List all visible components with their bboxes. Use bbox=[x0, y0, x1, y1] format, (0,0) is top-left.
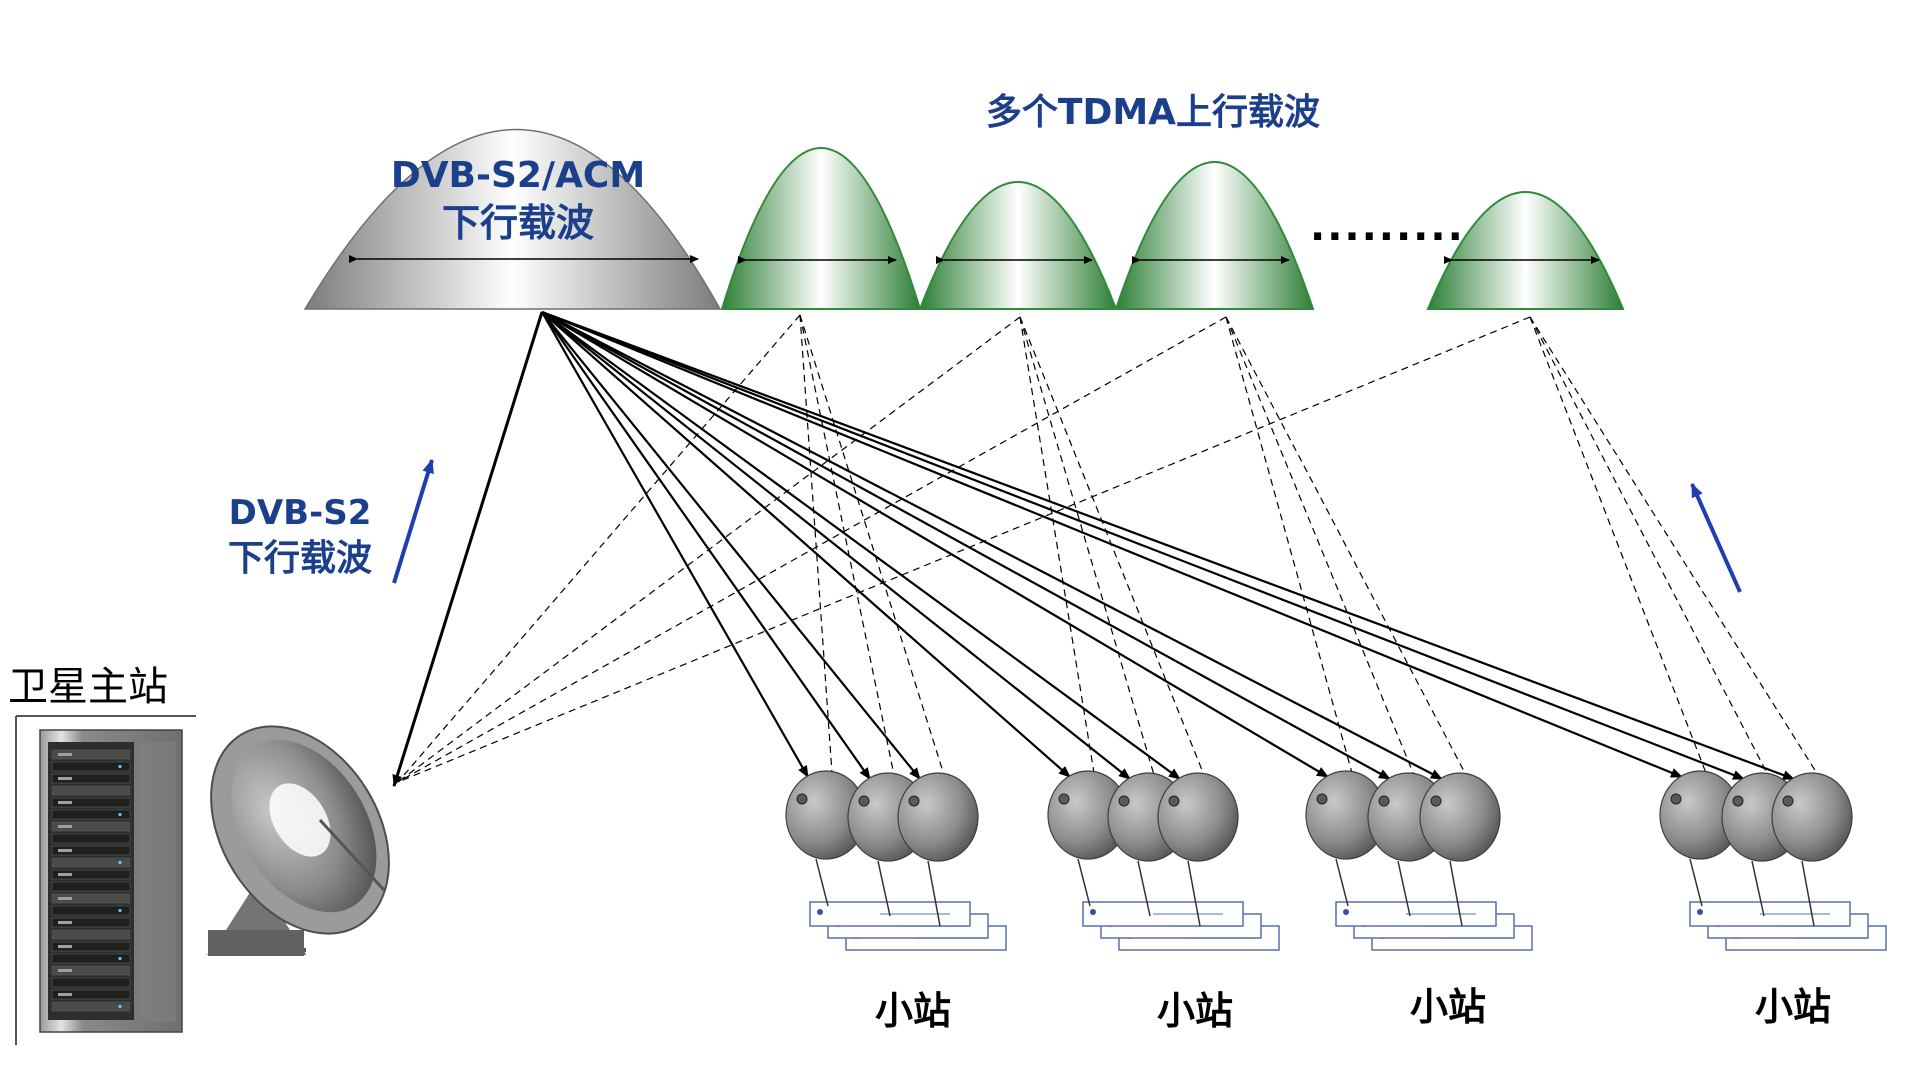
small-station-group-2 bbox=[1047, 770, 1280, 951]
downlink-line bbox=[541, 311, 1131, 780]
downlink-line bbox=[541, 311, 1443, 780]
uplink-carriers bbox=[720, 147, 1625, 310]
small-stations bbox=[785, 770, 1887, 951]
small-station-label-1: 小站 bbox=[875, 989, 951, 1033]
uplink-dashed-line bbox=[1019, 316, 1205, 776]
downlink-line bbox=[541, 310, 1683, 779]
uplink-carrier-4 bbox=[1426, 191, 1625, 310]
server-rack bbox=[39, 729, 183, 1033]
uplink-carrier-1 bbox=[720, 147, 922, 310]
small-station-dish bbox=[1419, 772, 1501, 862]
rack-units bbox=[51, 749, 131, 1012]
uplink-dashed-line bbox=[1529, 316, 1707, 774]
uplink-dashed-line bbox=[1225, 316, 1467, 776]
uplink-dashed-line bbox=[799, 314, 895, 776]
uplink-dashed-line bbox=[1529, 316, 1819, 776]
downlink-line bbox=[541, 311, 1391, 780]
uplink-dashed-links bbox=[397, 314, 1819, 783]
hub-uplink-label-line2: 下行载波 bbox=[228, 538, 372, 579]
ellipsis: ......... bbox=[1310, 204, 1465, 250]
downlink-line bbox=[541, 311, 809, 778]
small-station-group-4 bbox=[1659, 770, 1887, 951]
small-station-dish bbox=[1771, 772, 1853, 862]
downlink-line bbox=[541, 310, 1795, 781]
small-station-group-1 bbox=[785, 770, 1007, 951]
downlink-carrier-name: DVB-S2/ACM bbox=[391, 155, 645, 196]
hub-uplink-label-line1: DVB-S2 bbox=[229, 493, 372, 533]
uplink-direction-arrow-right bbox=[1690, 483, 1742, 593]
hub-station-label: 卫星主站 bbox=[8, 664, 168, 710]
downlink-line bbox=[541, 311, 1329, 778]
downlink-solid-links bbox=[392, 310, 1795, 787]
downlink-line bbox=[541, 311, 1181, 780]
downlink-line bbox=[541, 311, 871, 780]
small-station-group-3 bbox=[1305, 770, 1533, 951]
downlink-line-to-hub bbox=[392, 311, 544, 787]
uplink-dashed-line bbox=[1019, 316, 1155, 776]
small-station-label-4: 小站 bbox=[1755, 985, 1831, 1029]
uplink-direction-arrow-left bbox=[392, 459, 434, 584]
uplink-carriers-title: 多个TDMA上行载波 bbox=[986, 92, 1320, 133]
downlink-line bbox=[541, 311, 1071, 778]
small-station-label-3: 小站 bbox=[1410, 985, 1486, 1029]
uplink-dashed-line bbox=[1529, 316, 1769, 776]
uplink-dashed-line bbox=[799, 314, 833, 774]
uplink-carrier-2 bbox=[918, 181, 1118, 310]
uplink-dashed-line bbox=[1225, 316, 1415, 776]
small-station-dish bbox=[897, 772, 979, 862]
small-station-label-2: 小站 bbox=[1157, 989, 1233, 1033]
hub-antenna bbox=[206, 725, 390, 956]
uplink-carrier-3 bbox=[1114, 161, 1315, 310]
downlink-line bbox=[541, 310, 1745, 781]
uplink-dashed-line bbox=[1019, 316, 1095, 774]
downlink-line bbox=[541, 311, 921, 780]
downlink-carrier-subtitle: 下行载波 bbox=[442, 201, 594, 245]
small-station-dish bbox=[1157, 772, 1239, 862]
downlink-carrier bbox=[303, 128, 722, 310]
uplink-dashed-line bbox=[397, 314, 801, 783]
uplink-dashed-line bbox=[397, 316, 1531, 783]
uplink-dashed-line bbox=[799, 314, 945, 776]
uplink-dashed-line bbox=[1225, 316, 1353, 774]
